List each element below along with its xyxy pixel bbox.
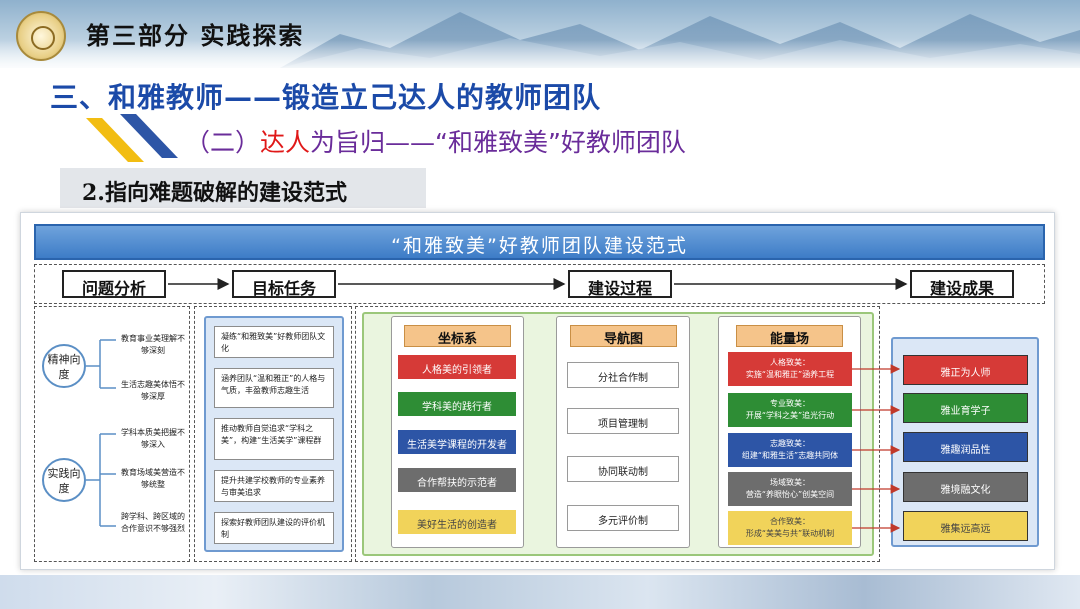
- phase-row: [34, 264, 1045, 304]
- task-card: 提升共建学校教师的专业素养与审美追求: [214, 470, 334, 502]
- navigation-item: 分社合作制: [567, 362, 679, 388]
- phase-problem-analysis: 问题分析: [62, 270, 166, 298]
- school-logo: [16, 11, 66, 61]
- energy-item: 合作致美： 形成“美美与共”联动机制: [728, 511, 852, 545]
- problem-item: 教育场域美营造不够统整: [121, 468, 185, 489]
- section-title: 第三部分 实践探索: [86, 21, 305, 50]
- energy-head: 能量场: [736, 325, 843, 347]
- result-item: 雅趣润品性: [903, 432, 1028, 462]
- energy-item: 专业致美： 开展“学科之美”追光行动: [728, 393, 852, 427]
- phase-build-process: 建设过程: [568, 270, 672, 298]
- result-item: 雅境融文化: [903, 472, 1028, 502]
- problem-group-spirit: 精神向度: [42, 344, 86, 388]
- energy-item-body: 开展“学科之美”追光行动: [745, 411, 835, 420]
- energy-item-body: 组建“和雅生活”志趣共同体: [741, 451, 839, 460]
- navigation-head: 导航图: [570, 325, 677, 347]
- coordinate-item: 合作帮扶的示范者: [398, 468, 516, 492]
- energy-item-head: 合作致美：: [770, 517, 810, 526]
- coordinate-head: 坐标系: [404, 325, 511, 347]
- problem-item: 教育事业美理解不够深刻: [121, 334, 185, 355]
- result-item: 雅集远高远: [903, 511, 1028, 541]
- coordinate-item: 生活美学课程的开发者: [398, 430, 516, 454]
- section-subtitle: 2.指向难题破解的建设范式: [60, 168, 426, 208]
- problem-item: 跨学科、跨区域的合作意识不够强烈: [121, 512, 185, 533]
- footer-band: [0, 575, 1080, 609]
- coordinate-item: 美好生活的创造者: [398, 510, 516, 534]
- problem-group-practice: 实践向度: [42, 458, 86, 502]
- sub-heading-prefix: （二）: [185, 128, 261, 157]
- coordinate-item: 学科美的践行者: [398, 392, 516, 416]
- sub-heading-rest: 为旨归——“和雅致美”好教师团队: [310, 128, 686, 157]
- problem-item: 学科本质美把握不够深入: [121, 428, 185, 449]
- task-panel-frame: [194, 306, 352, 562]
- energy-item-head: 场域致美：: [770, 478, 810, 487]
- task-card: 涵养团队“温和雅正”的人格与气质，丰盈教师志趣生活: [214, 368, 334, 408]
- energy-item-body: 营造“养眼怡心”创美空间: [745, 490, 835, 499]
- energy-item-head: 人格致美：: [770, 358, 810, 367]
- task-card: 探索好教师团队建设的评价机制: [214, 512, 334, 544]
- sub-heading: （二）达人为旨归——“和雅致美”好教师团队: [185, 123, 686, 159]
- task-card: 推动教师自觉追求“学科之美”，构建“生活美学”课程群: [214, 418, 334, 460]
- stripe-decoration-icon: [86, 114, 178, 162]
- phase-goal-tasks: 目标任务: [232, 270, 336, 298]
- problem-item: 生活志趣美体悟不够深厚: [121, 380, 185, 401]
- energy-item: 志趣致美： 组建“和雅生活”志趣共同体: [728, 433, 852, 467]
- navigation-item: 协同联动制: [567, 456, 679, 482]
- coordinate-item: 人格美的引领者: [398, 355, 516, 379]
- navigation-item: 多元评价制: [567, 505, 679, 531]
- diagram-title: “和雅致美”好教师团队建设范式: [34, 224, 1045, 260]
- result-item: 雅正为人师: [903, 355, 1028, 385]
- energy-item-head: 志趣致美：: [770, 439, 810, 448]
- energy-item-head: 专业致美：: [770, 399, 810, 408]
- main-heading: 三、和雅教师——锻造立己达人的教师团队: [50, 81, 602, 114]
- mountain-illustration: [280, 12, 1080, 68]
- energy-item: 场域致美： 营造“养眼怡心”创美空间: [728, 472, 852, 506]
- problem-panel: [34, 306, 190, 562]
- navigation-item: 项目管理制: [567, 408, 679, 434]
- energy-item-body: 实施“温和雅正”涵养工程: [745, 370, 835, 379]
- process-panel-frame: [355, 306, 880, 562]
- energy-item: 人格致美： 实施“温和雅正”涵养工程: [728, 352, 852, 386]
- phase-build-results: 建设成果: [910, 270, 1014, 298]
- header-band: [0, 0, 1080, 68]
- sub-heading-highlight: 达人: [260, 128, 311, 157]
- energy-item-body: 形成“美美与共”联动机制: [745, 529, 835, 538]
- task-card: 凝练“和雅致美”好教师团队文化: [214, 326, 334, 358]
- result-item: 雅业育学子: [903, 393, 1028, 423]
